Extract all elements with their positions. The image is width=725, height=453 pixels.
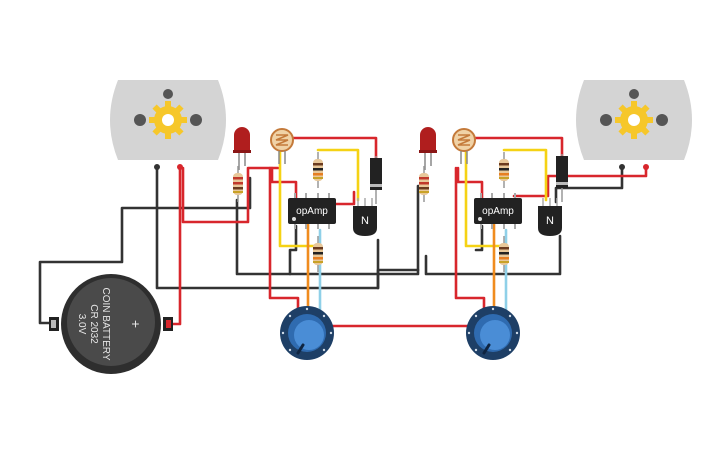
- wire-black-opamp-left-gnd[interactable]: [288, 224, 298, 276]
- wire-red-transistor-right[interactable]: [328, 190, 356, 206]
- transistor-right-label: N: [546, 215, 554, 227]
- diode-left[interactable]: [370, 156, 382, 204]
- wire-yellow-right-divider[interactable]: [502, 148, 548, 202]
- opamp-right[interactable]: opAmp: [474, 193, 522, 229]
- resistors: [233, 152, 509, 272]
- battery-label-line3: 3.0V: [76, 314, 87, 335]
- potentiometer-right[interactable]: [466, 306, 520, 360]
- wire-black-right-motor[interactable]: [554, 166, 624, 204]
- coin-battery[interactable]: COIN BATTERY CR 2032 3.0V +: [49, 274, 173, 374]
- wire-yellow-right-ldr-signal[interactable]: [464, 148, 506, 248]
- wire-red-battery-plus[interactable]: [170, 166, 182, 326]
- wire-red-ldr-left-top[interactable]: [286, 136, 378, 162]
- wire-red-pot-right-feed[interactable]: [454, 166, 486, 316]
- dc-motor-right[interactable]: [576, 80, 692, 170]
- wire-black-opamp-right-gnd[interactable]: [474, 224, 484, 252]
- potentiometer-left[interactable]: [280, 306, 334, 360]
- wire-red-left-opamp[interactable]: [270, 166, 298, 200]
- transistor-left[interactable]: N: [353, 198, 377, 236]
- resistor-led-right[interactable]: [419, 166, 429, 202]
- battery-label-line2: CR 2032: [88, 304, 99, 344]
- resistor-divider-right-top[interactable]: [499, 152, 509, 188]
- gear-icon: [149, 101, 187, 139]
- wire-yellow-left-divider[interactable]: [316, 148, 360, 202]
- opamp-right-label: opAmp: [482, 206, 514, 217]
- photoresistor-left[interactable]: [270, 128, 294, 164]
- led-right[interactable]: [419, 127, 437, 170]
- wire-yellow-left-ldr-signal[interactable]: [278, 148, 320, 248]
- resistor-divider-right-bottom[interactable]: [499, 236, 509, 272]
- photoresistor-right[interactable]: [452, 128, 476, 164]
- resistor-divider-left-top[interactable]: [313, 152, 323, 188]
- battery-plus-symbol: +: [128, 320, 144, 328]
- wire-red-right-opamp[interactable]: [456, 166, 484, 200]
- resistor-led-left[interactable]: [233, 166, 243, 202]
- diode-right[interactable]: [556, 154, 568, 202]
- wire-red-motor-to-bus[interactable]: [181, 166, 280, 224]
- opamp-left-label: opAmp: [296, 206, 328, 217]
- transistor-right[interactable]: N: [538, 198, 562, 236]
- wire-black-battery-left[interactable]: [38, 176, 252, 325]
- resistor-divider-left-bottom[interactable]: [313, 236, 323, 272]
- wire-red-motor-right[interactable]: [512, 166, 648, 198]
- wire-red-pot-left-feed[interactable]: [268, 166, 300, 316]
- transistor-left-label: N: [361, 215, 369, 227]
- gear-icon: [615, 101, 653, 139]
- wires: [38, 136, 648, 328]
- opamp-left[interactable]: opAmp: [288, 193, 336, 229]
- dc-motor-left[interactable]: [110, 80, 226, 170]
- wire-red-right-ldr-top[interactable]: [468, 136, 564, 158]
- battery-label-line1: COIN BATTERY: [100, 288, 111, 361]
- led-left[interactable]: [233, 127, 251, 170]
